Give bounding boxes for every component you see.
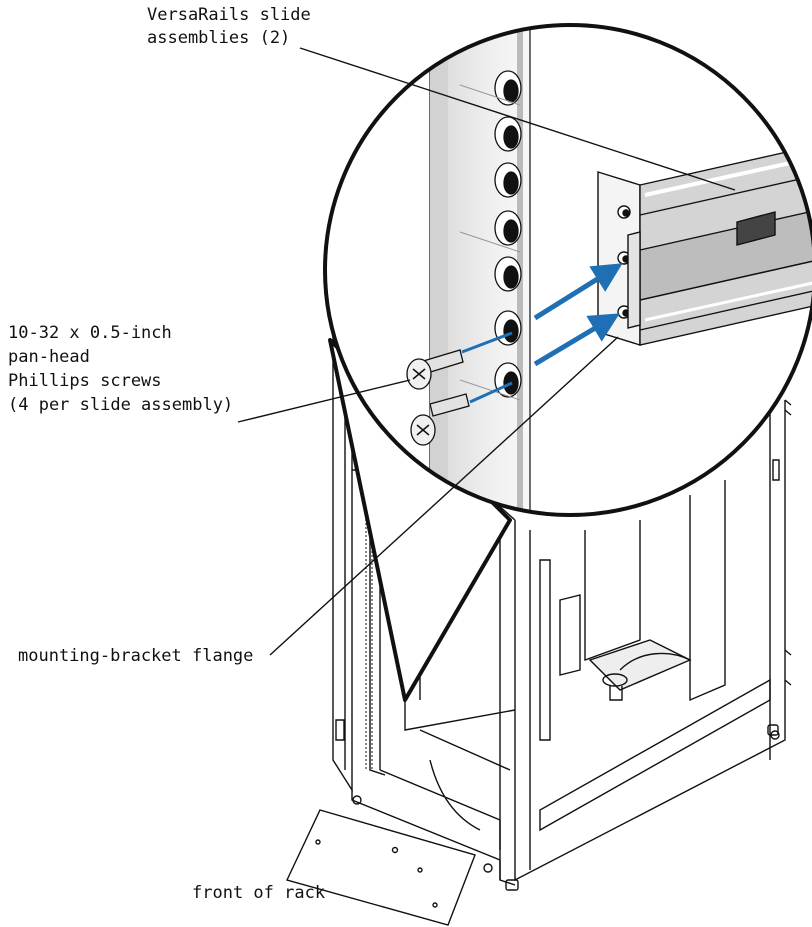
label-screws-line2: pan-head xyxy=(8,347,90,367)
magnified-detail xyxy=(406,25,812,515)
rack-cabinet xyxy=(332,330,792,891)
label-screws-line4: (4 per slide assembly) xyxy=(8,395,234,415)
label-flange-line1: mounting-bracket flange xyxy=(18,646,254,666)
label-screws-line3: Phillips screws xyxy=(8,371,162,391)
label-flange: mounting-bracket flange xyxy=(18,645,253,668)
front-floor-plate xyxy=(286,809,476,926)
magnifier-ring xyxy=(323,23,812,517)
label-slide-assemblies-line2: assemblies (2) xyxy=(147,28,291,48)
label-front-of-rack: front of rack xyxy=(192,882,325,905)
leader-screws xyxy=(237,379,411,423)
leader-slide-assemblies xyxy=(299,47,736,191)
label-slide-assemblies-line1: VersaRails slide xyxy=(147,5,311,25)
insertion-arrows xyxy=(461,263,623,404)
leader-flange xyxy=(269,336,619,656)
label-screws: 10-32 x 0.5-inch pan-head Phillips screw… xyxy=(8,321,233,417)
slide-assembly xyxy=(597,139,812,346)
phillips-screws xyxy=(406,349,470,446)
label-slide-assemblies: VersaRails slide assemblies (2) xyxy=(147,4,311,50)
leader-lines xyxy=(237,47,736,656)
label-screws-line1: 10-32 x 0.5-inch xyxy=(8,323,172,343)
label-front-line1: front of rack xyxy=(192,883,326,903)
